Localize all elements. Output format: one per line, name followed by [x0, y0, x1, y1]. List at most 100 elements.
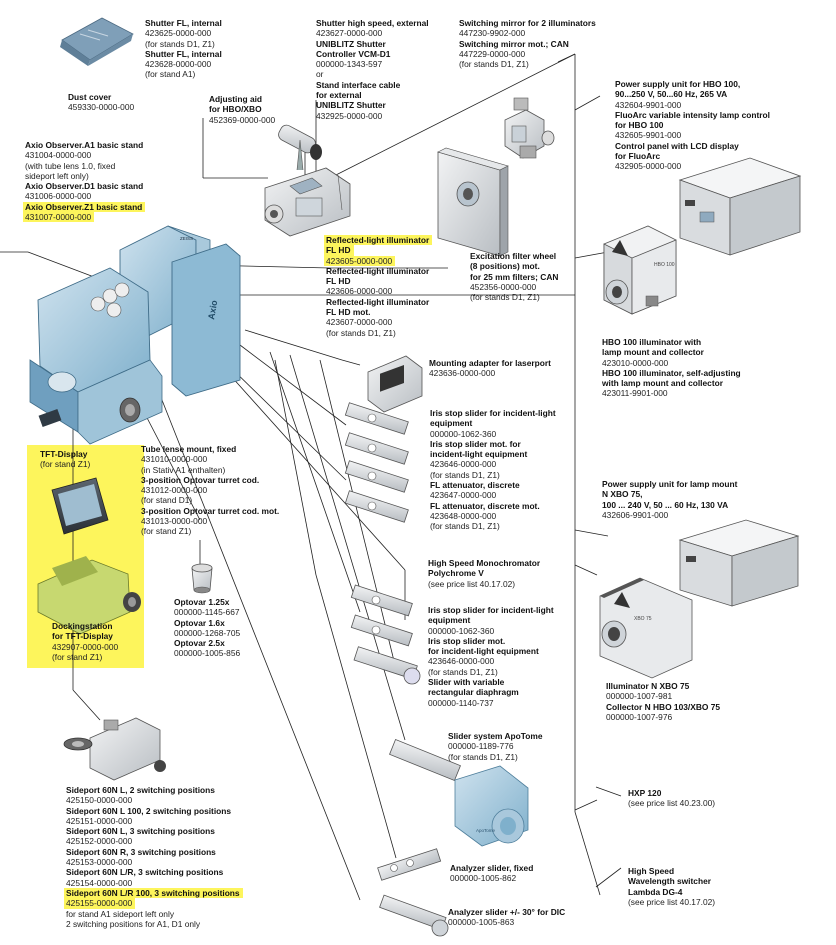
adjusting-aid-icon — [278, 124, 322, 160]
filter-wheel-icon — [437, 147, 509, 257]
label-line: 432907-0000-000 — [52, 641, 119, 652]
label-line: 431006-0000-000 — [25, 191, 92, 202]
label-line: 423646-0000-000 — [430, 459, 497, 470]
mounting-adapter-icon — [367, 355, 423, 413]
label-line: Reflected-light illuminator — [326, 265, 430, 276]
label-line: (for stand Z1) — [141, 526, 192, 537]
label-line: HBO 100 illuminator, self-adjusting — [602, 367, 741, 378]
label-line: 000000-1005-856 — [174, 648, 241, 659]
stand-brand: ZEISS — [180, 236, 193, 241]
label-line: (for stand D1) — [141, 495, 193, 506]
label-line: Sideport 60N L 100, 2 switching position… — [66, 805, 232, 816]
microscope-stand-icon: ZEISS Axio — [29, 225, 241, 445]
label-line: 423648-0000-000 — [430, 510, 497, 521]
label-line: 2 switching positions for A1, D1 only — [66, 918, 201, 929]
label-line: FL HD — [326, 276, 351, 287]
label-line: Slider with variable — [428, 677, 505, 688]
label-line: for incident-light equipment — [428, 646, 539, 657]
label-line: 431004-0000-000 — [25, 150, 92, 161]
label-line: Illuminator N XBO 75 — [606, 681, 690, 691]
label-line: for FluoArc — [615, 151, 661, 162]
label-line: Optovar 2.5x — [174, 638, 225, 649]
label-line: Analyzer slider +/- 30° for DIC — [448, 907, 566, 917]
power-supply-hbo-icon — [678, 157, 802, 256]
label-line: 423605-0000-000 — [324, 255, 432, 266]
label-line: Axio Observer.A1 basic stand — [25, 140, 144, 150]
label-line: Reflected-light illuminator — [324, 235, 433, 246]
label-line: N XBO 75, — [602, 489, 643, 500]
label-line: Polychrome V — [428, 568, 484, 579]
label-line: Axio Observer.D1 basic stand — [25, 181, 144, 192]
label-line: (for stand Z1) — [40, 459, 91, 470]
label-line: (for stands D1, Z1) — [470, 292, 540, 303]
label-line: 425153-0000-000 — [66, 857, 133, 868]
label-line: Slider system ApoTome — [448, 731, 543, 741]
label-line: 432925-0000-000 — [316, 110, 383, 121]
label-line: Sideport 60N L, 3 switching positions — [66, 826, 215, 837]
sideport-icon — [63, 717, 166, 781]
label-line: Optovar 1.6x — [174, 617, 225, 628]
analyzer-slider-dic-icon — [379, 894, 449, 937]
label-line: 425154-0000-000 — [66, 877, 133, 888]
label-line: High Speed Monochromator — [428, 558, 541, 568]
label-line: Lambda DG-4 — [628, 886, 683, 897]
label-line: Reflected-light illuminator — [326, 296, 430, 307]
label-line: Dust cover — [68, 92, 112, 102]
label-line: Iris stop slider mot. — [428, 635, 506, 646]
label-line: 432605-9901-000 — [615, 130, 682, 141]
analyzer-slider-fixed-icon — [377, 848, 442, 881]
label-line: HXP 120 — [628, 788, 662, 798]
label-line: with lamp mount and collector — [602, 378, 723, 389]
label-line: 90...250 V, 50...60 Hz, 265 VA — [615, 89, 728, 100]
label-line: FL HD mot. — [326, 307, 371, 318]
apotome-icon: ApoTome — [389, 738, 529, 847]
label-line: Controller VCM-D1 — [316, 48, 391, 59]
label-line: Shutter FL, internal — [145, 48, 222, 59]
label-line: Mounting adapter for laserport — [429, 358, 551, 368]
xbo-lamp-icon: XBO 75 — [599, 577, 693, 679]
optovar-icon — [191, 563, 213, 594]
label-line: 423636-0000-000 — [429, 368, 496, 379]
label-line: (for stand Z1) — [52, 651, 103, 662]
label-line: Wavelength switcher — [628, 876, 711, 887]
label-line: Axio Observer.Z1 basic stand — [23, 201, 146, 213]
label-line: for stand A1 sideport left only — [66, 908, 175, 919]
label-line: Sideport 60N L, 2 switching positions — [66, 785, 215, 795]
label-line: UNIBLITZ Shutter — [316, 100, 386, 111]
label-line: Power supply unit for HBO 100, — [615, 79, 741, 89]
label-line: (for stands D1, Z1) — [459, 59, 529, 70]
label-line: FL HD — [324, 245, 432, 256]
label-line: HBO 100 illuminator with — [602, 337, 702, 347]
label-line: 452356-0000-000 — [470, 281, 537, 292]
label-line: Shutter FL, internal — [145, 18, 222, 28]
switching-mirror-icon — [504, 97, 555, 159]
label-line: 000000-1140-737 — [428, 697, 494, 708]
label-line: 425151-0000-000 — [66, 815, 133, 826]
label-line: 447230-9902-000 — [459, 28, 526, 39]
label-line: equipment — [430, 418, 473, 429]
label-line: 000000-1062-360 — [428, 625, 495, 636]
label-line: 423646-0000-000 — [428, 656, 495, 667]
label-line: Iris stop slider for incident-light — [428, 605, 554, 615]
label-line: 447229-0000-000 — [459, 48, 526, 59]
label-line: 423628-0000-000 — [145, 59, 212, 70]
label-line: 425150-0000-000 — [66, 795, 133, 806]
label-line: 423625-0000-000 — [145, 28, 212, 39]
label-line: or — [316, 69, 324, 80]
label-line: (for stands D1, Z1) — [448, 751, 518, 762]
label-line: for 25 mm filters; CAN — [470, 271, 559, 282]
label-line: 000000-1005-863 — [448, 917, 515, 928]
label-line: FL attenuator, discrete mot. — [430, 500, 540, 511]
label-line: for external — [316, 90, 362, 101]
xbo-tag: XBO 75 — [634, 616, 652, 622]
label-line: 459330-0000-000 — [68, 102, 135, 113]
